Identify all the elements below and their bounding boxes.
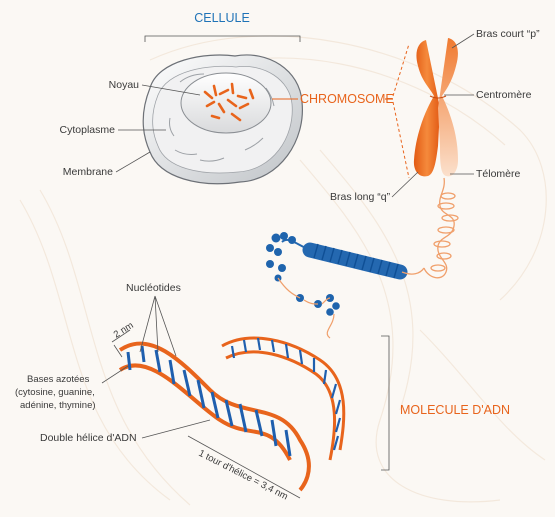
cellule-title: CELLULE (194, 11, 250, 25)
cellule-bracket (144, 35, 301, 42)
two-nm-label: 2 nm (112, 320, 136, 341)
noyau-leader (141, 84, 201, 96)
bases-label-1: Bases azotées (27, 374, 90, 385)
bras-court-leader (451, 33, 475, 49)
bras-long-leader (391, 171, 419, 198)
membrane-leader (115, 151, 151, 173)
dna-double-helix-large (118, 341, 311, 492)
two-nm-marker (111, 329, 131, 358)
chromatin-coil (423, 177, 459, 279)
molecule-adn-title: MOLECULE D'ADN (400, 403, 510, 417)
tour-helice-measure (187, 435, 301, 499)
tour-helice-label: 1 tour d'hélice = 3,4 nm (197, 448, 290, 503)
bras-court-label: Bras court “p” (476, 28, 540, 40)
bras-long-label: Bras long “q” (330, 191, 391, 203)
nucleus-chromosomes (203, 82, 255, 122)
membrane-label: Membrane (63, 166, 113, 178)
centromere-label: Centromère (476, 89, 532, 101)
double-helice-leader (141, 419, 211, 439)
telomere-label: Télomère (476, 168, 521, 180)
bases-leader (101, 365, 129, 384)
double-helice-label: Double hélice d'ADN (40, 432, 137, 444)
cytoplasme-label: Cytoplasme (60, 124, 116, 136)
noyau-nucleus (180, 72, 272, 134)
nucleotides-label: Nucléotides (126, 282, 181, 294)
dna-double-helix-coiled (221, 336, 346, 461)
chromosome-zoom-lines (392, 43, 410, 179)
chromosome-shape (413, 38, 458, 177)
chromosome-title: CHROMOSOME (300, 92, 394, 106)
noyau-label: Noyau (109, 79, 140, 91)
nucleotides-leaders (139, 295, 177, 357)
chromatin-fiber (266, 232, 425, 339)
bases-label-3: adénine, thymine) (20, 400, 96, 411)
cytoplasm-organelles (169, 73, 275, 162)
adn-bracket (381, 335, 390, 471)
bases-label-2: (cytosine, guanine, (15, 387, 95, 398)
